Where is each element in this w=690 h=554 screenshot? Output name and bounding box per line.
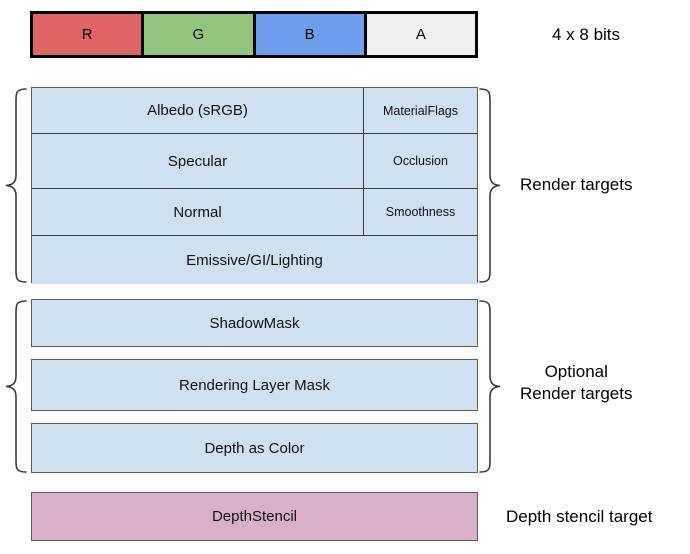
- optional-render-target-rendering-layer-mask: Rendering Layer Mask: [31, 359, 478, 411]
- depth-stencil-group-label: Depth stencil target: [506, 507, 653, 526]
- render-target-emissive-gi-lighting: Emissive/GI/Lighting: [32, 236, 477, 284]
- cell-label: Occlusion: [393, 154, 448, 168]
- box-label: DepthStencil: [211, 508, 298, 525]
- cell-label: Albedo (sRGB): [147, 102, 248, 119]
- table-row: Normal Smoothness: [32, 189, 477, 236]
- channel-label-b: B: [304, 26, 315, 43]
- channel-cell-g: G: [144, 14, 256, 55]
- channel-cell-a: A: [366, 14, 475, 55]
- channel-bar-caption: 4 x 8 bits: [552, 25, 621, 44]
- channel-label-r: R: [81, 26, 93, 43]
- cell-label: MaterialFlags: [382, 103, 459, 118]
- optional-render-target-shadowmask: ShadowMask: [31, 299, 478, 347]
- box-label: ShadowMask: [209, 314, 300, 332]
- optional-render-targets-left-brace: [2, 299, 30, 474]
- render-targets-group-label: Render targets: [520, 175, 633, 194]
- cell-label: Specular: [167, 152, 228, 170]
- optional-render-targets-right-brace: [478, 299, 506, 474]
- render-target-smoothness: Smoothness: [364, 189, 477, 235]
- table-row: Specular Occlusion: [32, 134, 477, 189]
- render-target-occlusion: Occlusion: [364, 134, 477, 188]
- render-target-specular: Specular: [32, 134, 364, 188]
- render-target-albedo: Albedo (sRGB): [32, 88, 364, 133]
- channel-label-g: G: [192, 26, 205, 43]
- box-label: Rendering Layer Mask: [179, 376, 330, 394]
- table-row: Emissive/GI/Lighting: [32, 236, 477, 284]
- cell-label: Smoothness: [385, 205, 456, 219]
- channel-label-a: A: [415, 26, 426, 43]
- rgba-channel-bar: R G B A: [30, 11, 478, 58]
- render-targets-left-brace: [2, 87, 30, 284]
- optional-render-target-depth-as-color: Depth as Color: [31, 423, 478, 473]
- cell-label: Emissive/GI/Lighting: [186, 251, 323, 269]
- render-target-material-flags: MaterialFlags: [364, 88, 477, 133]
- render-targets-right-brace: [478, 87, 506, 284]
- depth-stencil-box: DepthStencil: [31, 492, 478, 541]
- render-target-normal: Normal: [32, 189, 364, 235]
- cell-label: Normal: [173, 203, 222, 221]
- channel-cell-r: R: [33, 14, 145, 55]
- box-label: Depth as Color: [204, 439, 305, 457]
- optional-render-targets-group-label: Optional Render targets: [520, 362, 633, 403]
- table-row: Albedo (sRGB) MaterialFlags: [32, 88, 477, 134]
- channel-cell-b: B: [255, 14, 367, 55]
- render-targets-table: Albedo (sRGB) MaterialFlags Specular Occ…: [31, 87, 478, 284]
